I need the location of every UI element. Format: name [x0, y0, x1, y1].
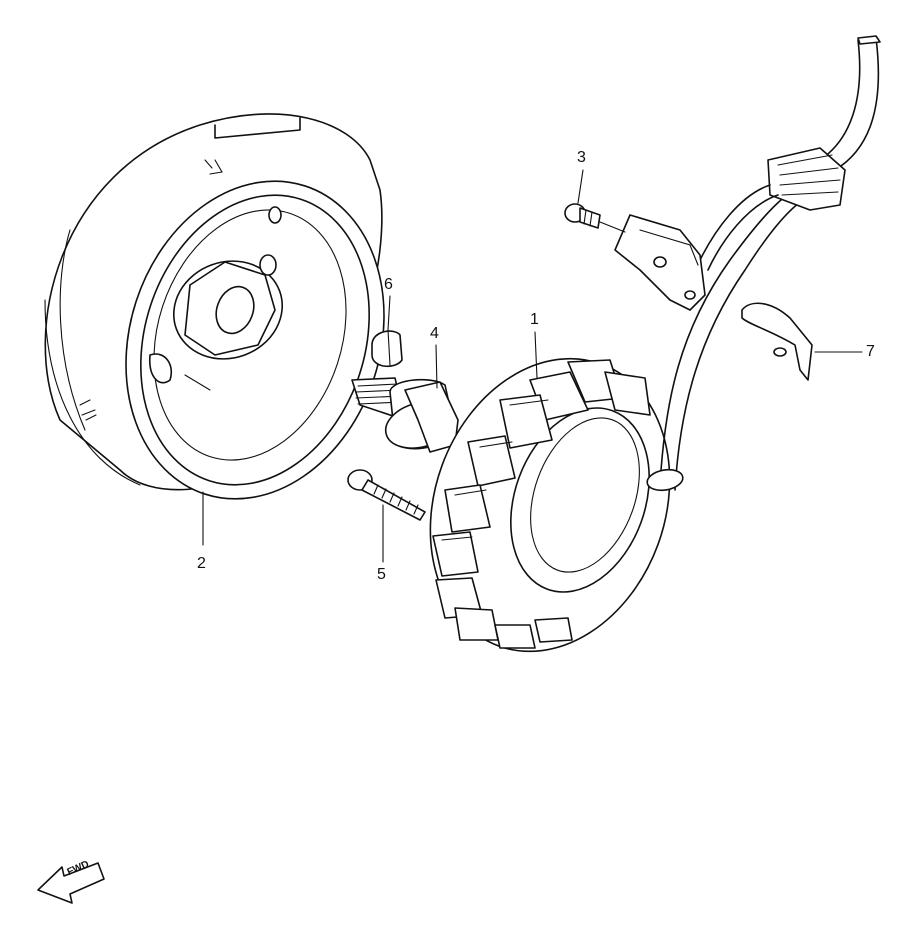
- pickup-coil-bracket: [614, 214, 706, 311]
- callout-label-stator-bolt: 5: [377, 566, 386, 583]
- callout-label-screw: 3: [577, 149, 586, 166]
- callout-label-key: 6: [384, 276, 393, 293]
- callout-label-rotor: 2: [197, 555, 206, 572]
- callout-label-rotor-bolt: 4: [430, 325, 439, 342]
- key-part: [371, 329, 403, 368]
- stator-bolt-part: [347, 469, 426, 521]
- stator-coil: [429, 184, 813, 653]
- callout-label-stator: 1: [530, 311, 539, 328]
- rotor-flywheel: [44, 113, 385, 500]
- rotor-bolt-part: [351, 377, 459, 453]
- lead-wire-harness: [699, 35, 881, 271]
- screw-part: [564, 203, 626, 233]
- clamp-part: [741, 302, 813, 381]
- leader-lines: [202, 169, 863, 563]
- direction-arrow-icon: [37, 862, 105, 904]
- callout-label-clamp: 7: [866, 343, 875, 360]
